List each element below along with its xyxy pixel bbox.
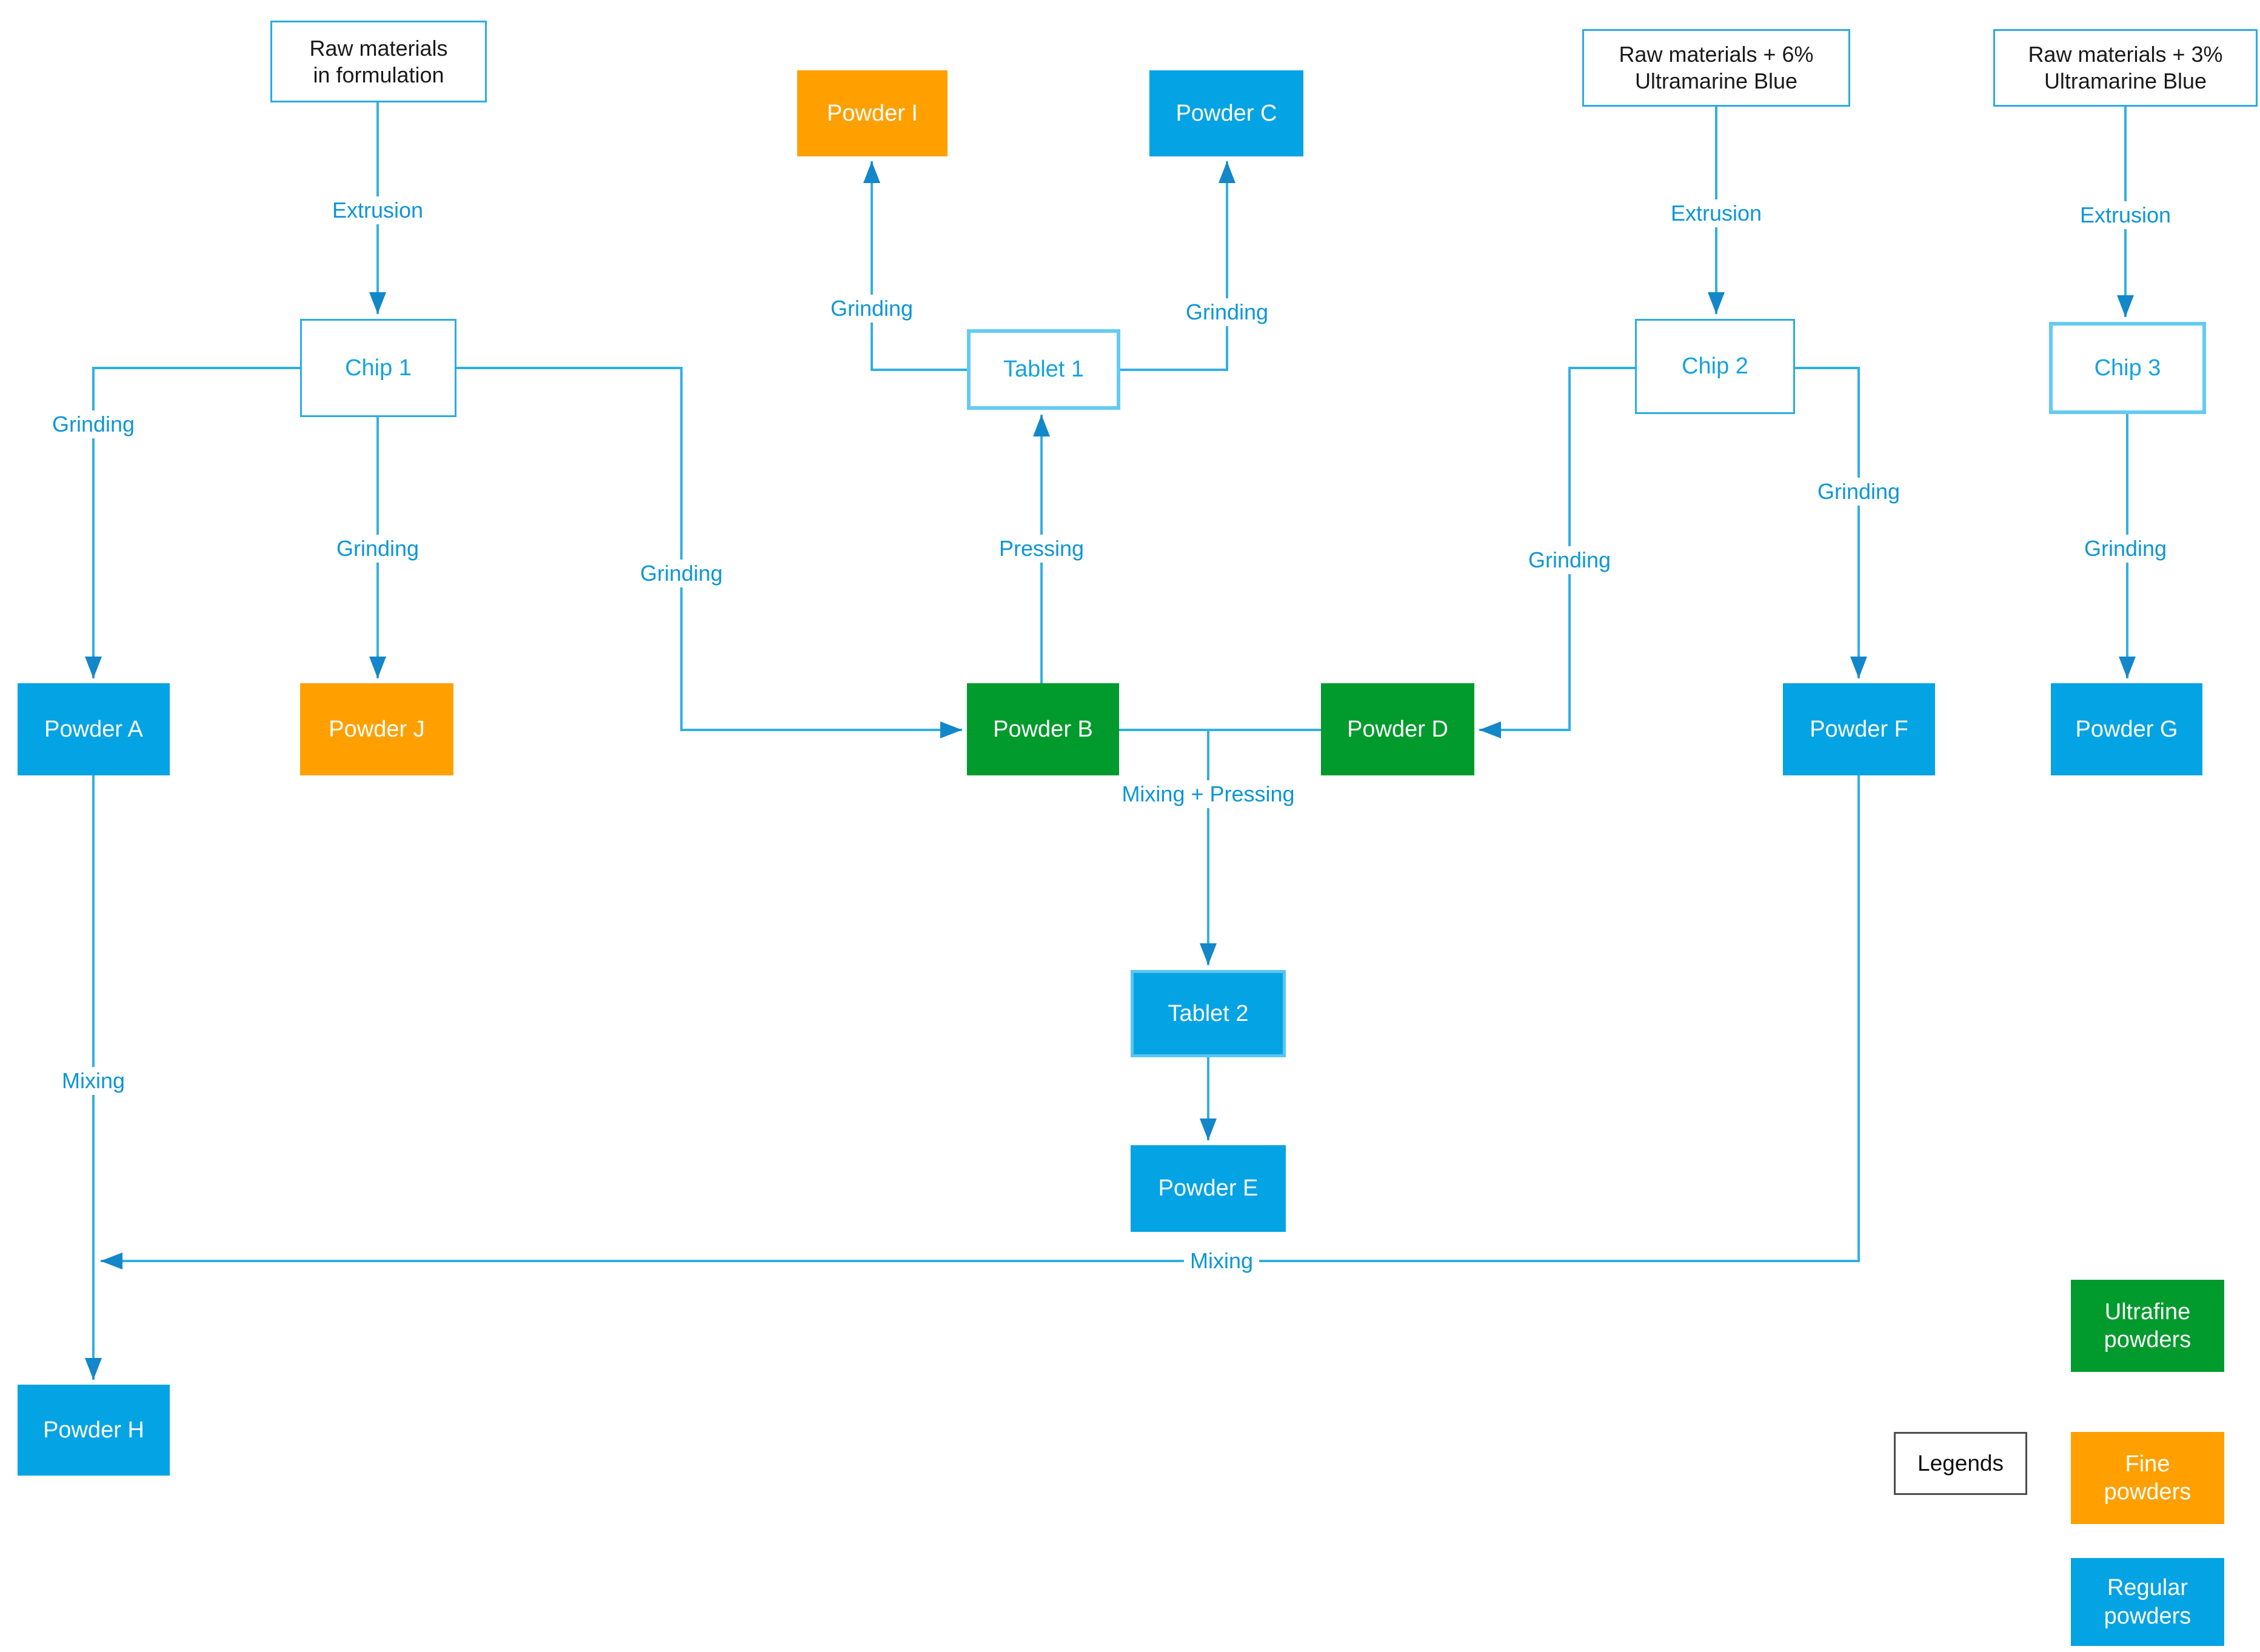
node-label: Raw materials xyxy=(309,35,448,61)
node-label: Tablet 1 xyxy=(1003,356,1085,383)
edge-label-extrusion-chip3: Extrusion xyxy=(2073,201,2178,229)
node-label: Powder G xyxy=(2075,716,2178,742)
edge-chip2-to-powder-f-grinding xyxy=(1795,367,1867,678)
edge-tablet1-to-powder-c-grinding xyxy=(1120,161,1235,371)
node-powder-g[interactable]: Powder G xyxy=(2051,683,2202,775)
node-label: Powder E xyxy=(1158,1175,1259,1202)
legend-label: powders xyxy=(2104,1479,2191,1505)
node-powder-i[interactable]: Powder I xyxy=(797,70,948,156)
legend-item-ultrafine-powders[interactable]: Ultrafine powders xyxy=(2071,1280,2224,1372)
node-label: Chip 2 xyxy=(1682,353,1748,380)
edge-label-grinding-powder-d: Grinding xyxy=(1522,546,1617,574)
legend-frame-label: Legends xyxy=(1917,1451,2004,1476)
edge-label-extrusion-chip1: Extrusion xyxy=(326,196,430,224)
edge-label-grinding-powder-f: Grinding xyxy=(1811,478,1907,506)
node-label: Chip 3 xyxy=(2094,355,2161,381)
node-chip-1[interactable]: Chip 1 xyxy=(300,319,456,417)
edge-tablet1-to-powder-i-grinding xyxy=(863,161,967,371)
legend-label: powders xyxy=(2104,1327,2191,1353)
node-label: Raw materials + 6% xyxy=(1619,42,1814,67)
node-powder-j[interactable]: Powder J xyxy=(300,683,453,775)
edge-label-grinding-powder-g: Grinding xyxy=(2078,535,2173,563)
node-label: in formulation xyxy=(313,62,444,87)
node-label: Powder F xyxy=(1810,716,1908,742)
node-powder-d[interactable]: Powder D xyxy=(1321,683,1474,775)
node-label: Tablet 2 xyxy=(1168,1000,1249,1026)
node-powder-h[interactable]: Powder H xyxy=(18,1385,170,1476)
edge-label-mixing-plus-pressing: Mixing + Pressing xyxy=(1115,780,1301,808)
node-label: Powder J xyxy=(329,716,425,742)
edge-label-grinding-powder-j: Grinding xyxy=(330,535,426,563)
node-label: Powder C xyxy=(1175,100,1277,126)
edge-chip1-to-powder-b-grinding xyxy=(456,367,962,738)
legend-label: Regular xyxy=(2107,1575,2188,1601)
edge-powder-f-to-mix-junction-mixing xyxy=(101,775,1860,1269)
node-chip-3[interactable]: Chip 3 xyxy=(2049,322,2206,414)
node-powder-c[interactable]: Powder C xyxy=(1149,70,1303,156)
node-raw-materials-in-formulation[interactable]: Raw materials in formulation xyxy=(270,21,487,102)
edge-label-extrusion-chip2: Extrusion xyxy=(1664,199,1768,227)
node-powder-b[interactable]: Powder B xyxy=(967,683,1119,775)
edge-label-grinding-powder-b: Grinding xyxy=(634,560,729,587)
edge-label-grinding-powder-a: Grinding xyxy=(45,410,141,438)
node-label: Powder I xyxy=(827,100,918,126)
node-label: Raw materials + 3% xyxy=(2028,42,2223,67)
node-tablet-1[interactable]: Tablet 1 xyxy=(967,329,1120,410)
node-label: Ultramarine Blue xyxy=(1634,69,1798,93)
node-label: Powder A xyxy=(44,716,143,742)
node-powder-e[interactable]: Powder E xyxy=(1131,1145,1286,1232)
legend-item-regular-powders[interactable]: Regular powders xyxy=(2071,1558,2224,1646)
node-label: Chip 1 xyxy=(345,355,412,381)
node-chip-2[interactable]: Chip 2 xyxy=(1635,319,1795,414)
legend-item-fine-powders[interactable]: Fine powders xyxy=(2071,1432,2224,1524)
node-tablet-2[interactable]: Tablet 2 xyxy=(1131,970,1286,1057)
edge-label-pressing-tablet1: Pressing xyxy=(992,535,1091,563)
legend-frame[interactable]: Legends xyxy=(1894,1432,2027,1495)
node-powder-f[interactable]: Powder F xyxy=(1783,683,1935,775)
node-powder-a[interactable]: Powder A xyxy=(18,683,170,775)
node-raw-materials-3pct-ultramarine-blue[interactable]: Raw materials + 3% Ultramarine Blue xyxy=(1993,29,2258,107)
legend-label: Fine xyxy=(2125,1451,2170,1477)
node-label: Ultramarine Blue xyxy=(2044,69,2207,93)
node-raw-materials-6pct-ultramarine-blue[interactable]: Raw materials + 6% Ultramarine Blue xyxy=(1582,29,1850,107)
legend-label: Ultrafine xyxy=(2104,1299,2191,1325)
node-label: Powder D xyxy=(1347,716,1448,742)
edge-label-mixing-powder-f-line: Mixing xyxy=(1183,1247,1260,1275)
node-label: Powder B xyxy=(993,716,1093,742)
node-label: Powder H xyxy=(43,1417,144,1443)
legend-label: powders xyxy=(2104,1603,2191,1629)
edge-label-grinding-powder-c: Grinding xyxy=(1179,298,1275,326)
edge-chip1-to-powder-a-grinding xyxy=(85,367,300,678)
edge-label-mixing-powder-a: Mixing xyxy=(55,1067,132,1095)
edge-label-grinding-powder-i: Grinding xyxy=(824,295,920,323)
